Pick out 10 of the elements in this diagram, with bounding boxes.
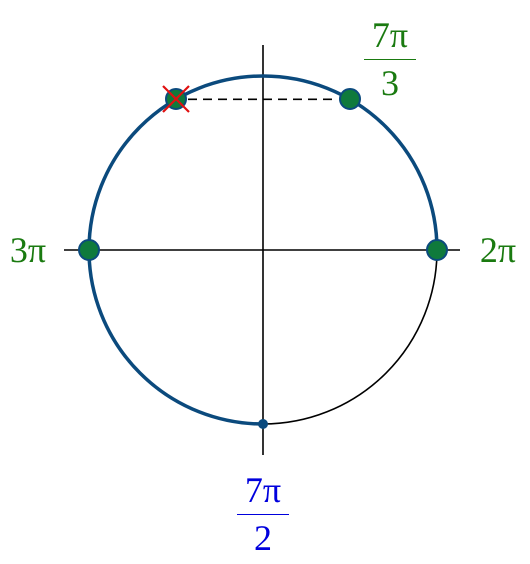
angle-label: 3π	[10, 231, 46, 269]
fraction-denominator: 2	[254, 519, 272, 557]
angle-label: 2π	[480, 231, 516, 269]
fraction-numerator: 7π	[372, 16, 408, 54]
point-dot	[78, 239, 100, 261]
point-dot	[426, 239, 448, 261]
point-dot	[257, 418, 269, 430]
point-dot	[339, 88, 361, 110]
fraction-numerator: 7π	[244, 471, 282, 509]
fraction-denominator: 3	[381, 64, 399, 102]
